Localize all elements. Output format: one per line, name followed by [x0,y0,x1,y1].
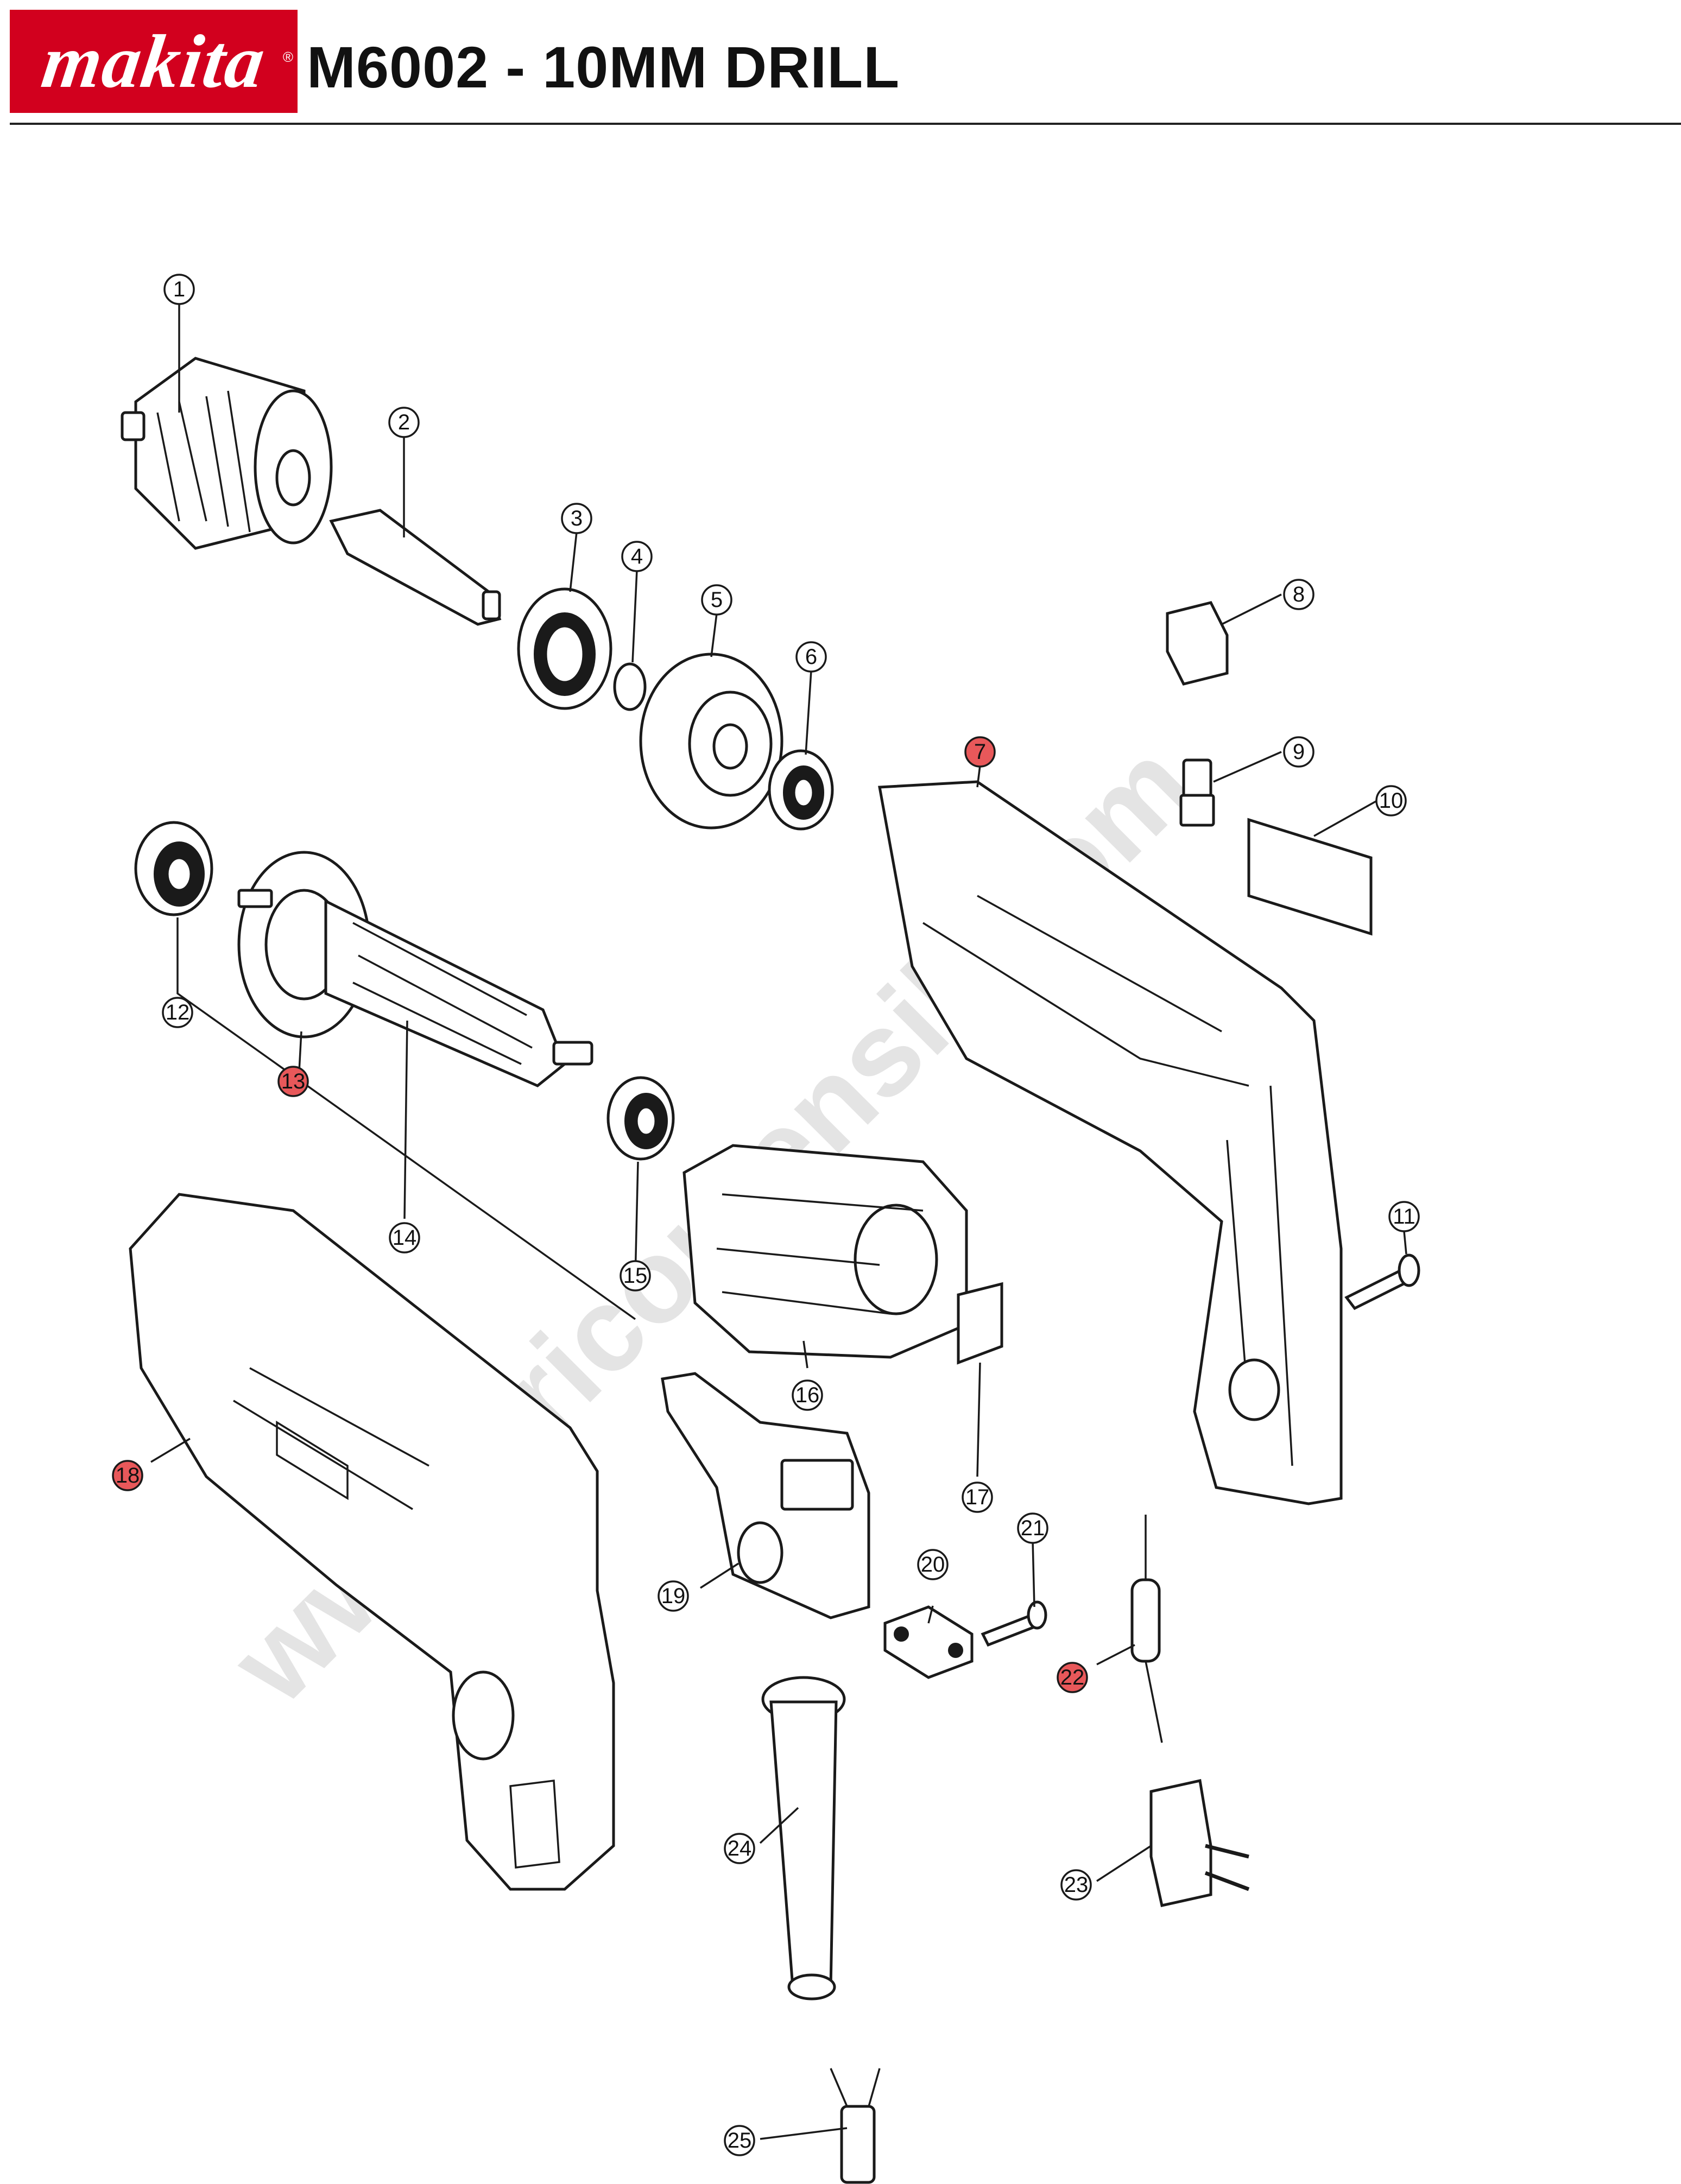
part-spindle [329,509,502,626]
callout: 3 [561,503,592,534]
part-armature [237,851,593,1087]
part-cord [830,2068,881,2184]
svg-text:13: 13 [281,1069,306,1093]
part-bearing-3 [517,587,612,710]
svg-text:8: 8 [1293,583,1305,606]
header-divider [10,123,1681,125]
svg-text:2: 2 [398,410,410,434]
page-title: M6002 - 10MM DRILL [307,34,900,100]
callout: 6 [795,641,827,673]
callout: 25 [724,2125,755,2156]
page-header: makita ® M6002 - 10MM DRILL [0,0,1681,130]
svg-text:20: 20 [921,1553,945,1577]
part-brush-holder [1166,601,1229,686]
part-helical-gear [639,653,783,830]
callout-highlighted: 7 [964,736,996,768]
part-bearing-15 [606,1076,675,1161]
part-tapping-screw-21 [981,1600,1047,1647]
svg-text:11: 11 [1393,1205,1415,1229]
callout: 1 [163,274,195,305]
makita-logo: makita ® [10,10,298,113]
svg-text:12: 12 [166,1001,190,1024]
svg-text:19: 19 [661,1584,686,1608]
registered-mark-icon: ® [282,49,293,65]
callout: 19 [658,1580,689,1612]
callout: 5 [701,584,732,616]
callout: 8 [1283,579,1315,610]
callout: 24 [724,1833,755,1864]
callout: 9 [1283,736,1315,768]
svg-text:10: 10 [1379,789,1404,813]
svg-text:9: 9 [1293,740,1305,764]
svg-text:21: 21 [1021,1516,1045,1540]
svg-text:22: 22 [1060,1666,1085,1689]
svg-text:1: 1 [173,277,185,301]
svg-text:15: 15 [623,1264,648,1288]
callout: 17 [962,1482,993,1513]
svg-text:4: 4 [631,545,643,568]
part-bearing-12 [134,821,213,916]
part-retaining-ring [613,662,647,711]
callout: 20 [917,1549,949,1580]
part-chuck [121,357,333,550]
leader-lines [150,303,1407,2140]
svg-text:24: 24 [728,1837,752,1860]
part-noise-suppressor [1130,1515,1163,1743]
callout-highlighted: 13 [277,1066,309,1097]
svg-text:17: 17 [965,1485,990,1509]
callout: 21 [1017,1512,1048,1544]
svg-text:5: 5 [711,588,723,612]
callout-highlighted: 18 [112,1460,143,1491]
svg-text:6: 6 [805,645,817,669]
part-insulation-sheet [957,1282,1003,1365]
part-housing-set [878,780,1343,1505]
svg-text:25: 25 [728,2129,752,2153]
part-terminal-block [1149,1778,1250,1907]
svg-text:14: 14 [393,1226,417,1250]
part-switch [661,1372,870,1619]
callout: 12 [162,997,193,1028]
part-strain-relief [883,1605,974,1679]
callout: 11 [1388,1201,1420,1232]
callout: 15 [620,1260,651,1292]
part-name-plate [1247,818,1373,936]
part-field [682,1144,968,1359]
callout: 10 [1375,785,1407,816]
part-bearing-6 [768,749,834,831]
svg-text:23: 23 [1064,1873,1089,1897]
callout-highlighted: 22 [1057,1662,1088,1693]
part-motor-housing [129,1193,615,1891]
callout: 23 [1060,1869,1092,1901]
svg-text:3: 3 [571,507,583,530]
part-carbon-brush [1179,758,1215,827]
callout: 16 [792,1379,823,1411]
svg-text:16: 16 [795,1383,820,1407]
svg-text:18: 18 [116,1464,140,1487]
callout: 4 [621,541,653,572]
callout: 2 [388,407,420,438]
callout: 14 [389,1222,420,1254]
part-cord-guard [761,1676,846,2001]
svg-text:7: 7 [974,740,986,764]
part-tapping-screw-11 [1344,1254,1420,1311]
